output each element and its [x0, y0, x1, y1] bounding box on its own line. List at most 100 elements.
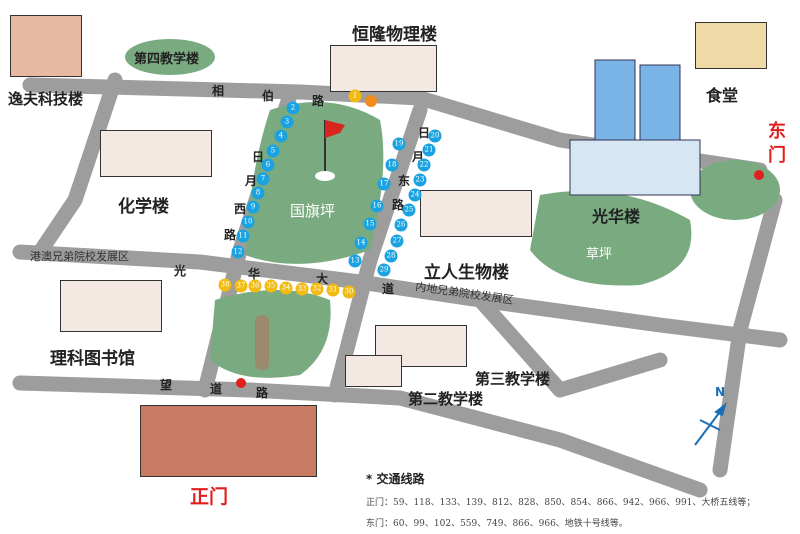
legend-title: * 交通线路 [366, 472, 425, 486]
label-hk-macau-area: 港澳兄弟院校发展区 [30, 250, 129, 263]
bus-stop-marker: 13 [348, 254, 362, 268]
bus-stop-marker: 29 [377, 263, 391, 277]
transport-legend: * 交通线路 正门：59、118、133、139、812、828、850、854… [366, 470, 755, 529]
library-building-icon [60, 280, 162, 332]
bus-stop-marker: 6 [261, 158, 275, 172]
label-canteen: 食堂 [706, 86, 739, 105]
road-guanghua [12, 244, 788, 348]
bus-stop-marker: 9 [246, 200, 260, 214]
bus-stop-marker: 18 [385, 158, 399, 172]
road-right [712, 192, 783, 478]
bus-stop-marker: 16 [370, 199, 384, 213]
guanghua-tower-icon [569, 59, 701, 196]
road-wangdao [12, 375, 708, 498]
henglong-building-icon [330, 45, 437, 92]
fourth-lawn [125, 39, 215, 75]
bus-stop-marker: 38 [218, 278, 232, 292]
road-label: 相 [212, 84, 225, 98]
guanghua-lawn [530, 190, 692, 286]
road-left [32, 72, 123, 260]
label-guanghua: 光华楼 [592, 207, 641, 226]
bus-stop-marker: 7 [256, 172, 270, 186]
legend-main-gate-routes: 正门：59、118、133、139、812、828、850、854、866、94… [366, 498, 756, 508]
legend-east-gate-routes: 东门：60、99、102、559、749、866、966、地铁十号线等。 [366, 519, 628, 529]
bus-stop-marker: 8 [251, 186, 265, 200]
yifu-building-icon [10, 15, 82, 77]
road-label: 日 [252, 150, 265, 164]
liren-building-icon [420, 190, 532, 237]
main-gate-icon [140, 405, 317, 477]
bus-stop-marker: 14 [354, 236, 368, 250]
label-flag-square: 国旗坪 [290, 202, 336, 220]
main-gate-dot [236, 378, 246, 388]
road-label: 月 [245, 174, 258, 188]
orange-stop [365, 95, 377, 107]
canteen-building-icon [695, 22, 767, 69]
bus-stop-marker: 21 [422, 143, 436, 157]
label-henglong: 恒隆物理楼 [352, 25, 437, 45]
road-label: 路 [392, 198, 405, 212]
label-third-teaching: 第三教学楼 [475, 370, 551, 388]
bus-stop-marker: 37 [234, 279, 248, 293]
road-label: 华 [248, 267, 261, 281]
bus-stop-marker: 31 [326, 283, 340, 297]
label-library: 理科图书馆 [50, 349, 135, 369]
road-label: 道 [382, 282, 395, 296]
label-fourth-teaching: 第四教学楼 [134, 52, 200, 67]
bus-stop-marker: 28 [384, 249, 398, 263]
label-yifu: 逸夫科技楼 [8, 90, 84, 108]
bus-stop-marker: 34 [279, 281, 293, 295]
bus-stop-marker: 2 [286, 101, 300, 115]
statue-icon [255, 315, 269, 370]
road-label: 路 [224, 228, 237, 242]
bus-stop-marker: 35 [264, 279, 278, 293]
road-riyue-east [327, 102, 428, 403]
road-label: 日 [418, 126, 431, 140]
label-liren: 立人生物楼 [424, 263, 509, 283]
bus-stop-marker: 27 [390, 234, 404, 248]
bus-stop-marker: 23 [413, 173, 427, 187]
bus-stop-marker: 36 [248, 279, 262, 293]
label-chemistry: 化学楼 [118, 197, 169, 217]
bus-stop-marker: 22 [417, 158, 431, 172]
bus-stop-marker: 17 [377, 177, 391, 191]
bus-stop-marker: 32 [310, 282, 324, 296]
road-lower-mid [472, 292, 668, 398]
east-gate-dot [754, 170, 764, 180]
bus-stop-marker: 33 [295, 282, 309, 296]
compass-north-label: N [715, 385, 726, 399]
road-label: 西 [234, 202, 247, 216]
label-east-gate: 东门 [768, 121, 786, 166]
label-lawn: 草坪 [586, 247, 613, 262]
chemistry-building-icon [100, 130, 212, 177]
bus-stop-marker: 15 [363, 217, 377, 231]
road-label: 路 [312, 94, 325, 108]
label-main-gate: 正门 [190, 486, 229, 508]
bus-stop-marker: 1 [348, 89, 362, 103]
east-lawn [690, 160, 780, 220]
bus-stop-marker: 3 [280, 115, 294, 129]
road-label: 东 [398, 174, 411, 188]
road-label: 望 [160, 378, 173, 392]
road-label: 光 [174, 264, 187, 278]
road-label: 伯 [262, 89, 275, 103]
bus-stop-marker: 25 [402, 203, 416, 217]
bus-stop-marker: 4 [274, 129, 288, 143]
compass-icon [694, 402, 727, 446]
road-label: 路 [256, 386, 269, 400]
bus-stop-marker: 19 [392, 137, 406, 151]
bus-stop-marker: 30 [342, 285, 356, 299]
second-teaching-building-icon [345, 355, 402, 387]
bus-stop-marker: 26 [394, 218, 408, 232]
bus-stop-marker: 11 [236, 229, 250, 243]
bus-stop-marker: 24 [408, 188, 422, 202]
statue-lawn [210, 290, 331, 378]
bus-stop-marker: 20 [428, 129, 442, 143]
road-label: 道 [210, 382, 223, 396]
label-second-teaching: 第二教学楼 [408, 390, 484, 408]
bus-stop-marker: 5 [266, 144, 280, 158]
bus-stop-marker: 12 [231, 245, 245, 259]
bus-stop-marker: 10 [241, 215, 255, 229]
